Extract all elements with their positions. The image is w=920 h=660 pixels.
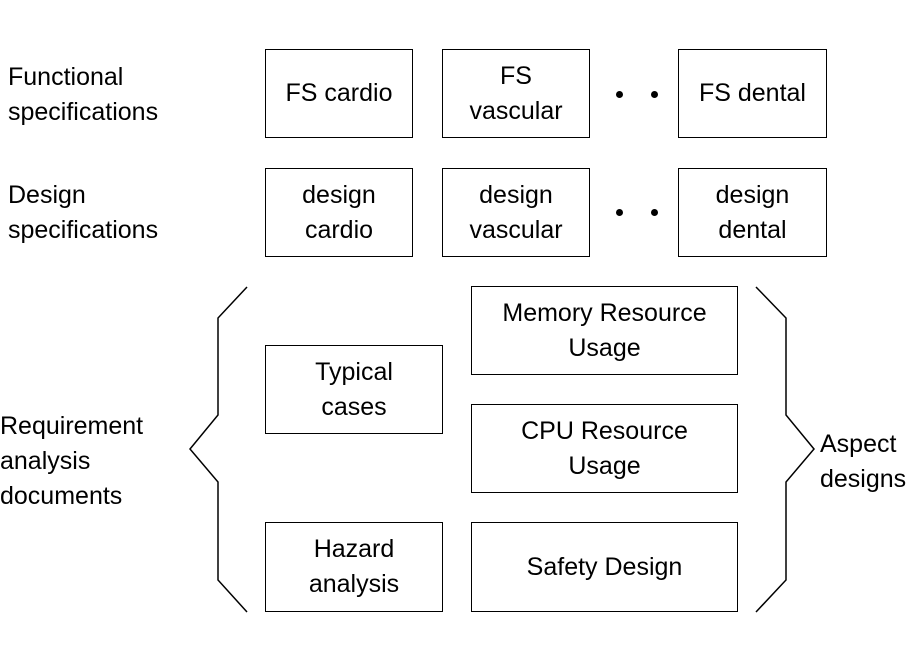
design-cardio-box: design cardio (265, 168, 413, 257)
fs-cardio-box: FS cardio (265, 49, 413, 138)
right-brace (755, 286, 815, 613)
ellipsis-dot (616, 209, 623, 216)
functional-specifications-label: Functional specifications (8, 63, 159, 126)
memory-resource-usage-box: Memory Resource Usage (471, 286, 738, 375)
hazard-analysis-box: Hazard analysis (265, 522, 443, 612)
safety-design-box: Safety Design (471, 522, 738, 612)
aspect-designs-label: Aspect designs (820, 430, 907, 493)
cpu-resource-usage-box: CPU Resource Usage (471, 404, 738, 493)
ellipsis-dot (651, 91, 658, 98)
fs-dental-box: FS dental (678, 49, 827, 138)
left-brace (189, 286, 248, 613)
design-dental-box: design dental (678, 168, 827, 257)
design-vascular-box: design vascular (442, 168, 590, 257)
ellipsis-dot (651, 209, 658, 216)
typical-cases-box: Typical cases (265, 345, 443, 434)
design-specifications-label: Design specifications (8, 181, 159, 244)
ellipsis-dot (616, 91, 623, 98)
fs-vascular-box: FS vascular (442, 49, 590, 138)
requirement-analysis-documents-label: Requirement analysis documents (0, 412, 144, 510)
